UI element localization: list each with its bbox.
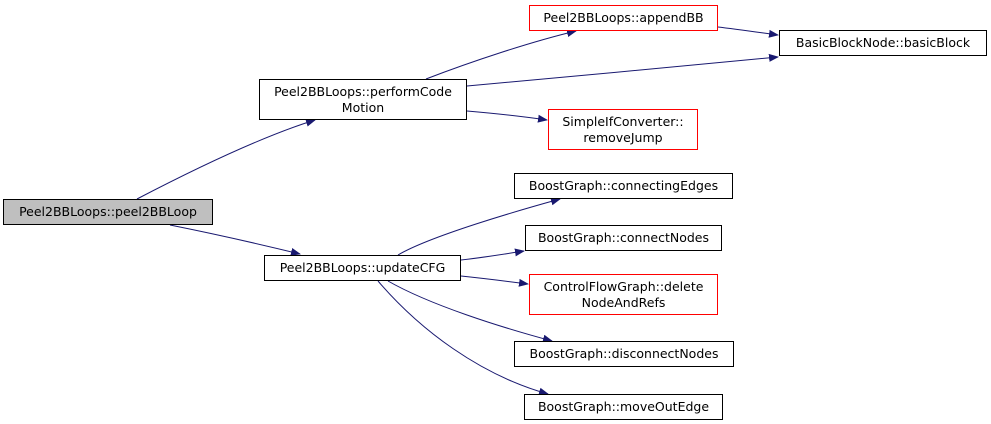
- edge-updateCFG-to-disconnectNodes: [387, 280, 553, 343]
- node-remove-jump[interactable]: SimpleIfConverter:: removeJump: [548, 109, 698, 150]
- node-peel2bbloop: Peel2BBLoops::peel2BBLoop: [3, 199, 213, 225]
- node-delete-node-and-refs[interactable]: ControlFlowGraph::delete NodeAndRefs: [529, 274, 718, 315]
- edge-appendBB-to-basicBlock: [717, 26, 779, 38]
- edge-performCodeMotion-to-removeJump: [466, 110, 548, 123]
- edge-updateCFG-to-deleteNodeAndRefs: [460, 275, 529, 287]
- edge-peel2BBLoop-to-performCodeMotion: [136, 118, 316, 200]
- node-connecting-edges[interactable]: BoostGraph::connectingEdges: [514, 173, 733, 199]
- edge-updateCFG-to-connectNodes: [460, 248, 525, 261]
- edge-peel2BBLoop-to-updateCFG: [169, 224, 301, 256]
- node-basic-block[interactable]: BasicBlockNode::basicBlock: [779, 30, 987, 56]
- edge-updateCFG-to-moveOutEdge: [377, 280, 549, 396]
- node-perform-code-motion[interactable]: Peel2BBLoops::performCode Motion: [259, 79, 467, 120]
- edge-performCodeMotion-to-appendBB: [425, 29, 577, 80]
- edge-performCodeMotion-to-basicBlock: [466, 53, 779, 87]
- node-update-cfg[interactable]: Peel2BBLoops::updateCFG: [264, 255, 461, 281]
- node-move-out-edge[interactable]: BoostGraph::moveOutEdge: [524, 394, 723, 420]
- edge-updateCFG-to-connectingEdges: [397, 197, 561, 256]
- node-connect-nodes[interactable]: BoostGraph::connectNodes: [525, 225, 722, 251]
- node-disconnect-nodes[interactable]: BoostGraph::disconnectNodes: [514, 341, 734, 367]
- node-append-bb[interactable]: Peel2BBLoops::appendBB: [529, 5, 718, 31]
